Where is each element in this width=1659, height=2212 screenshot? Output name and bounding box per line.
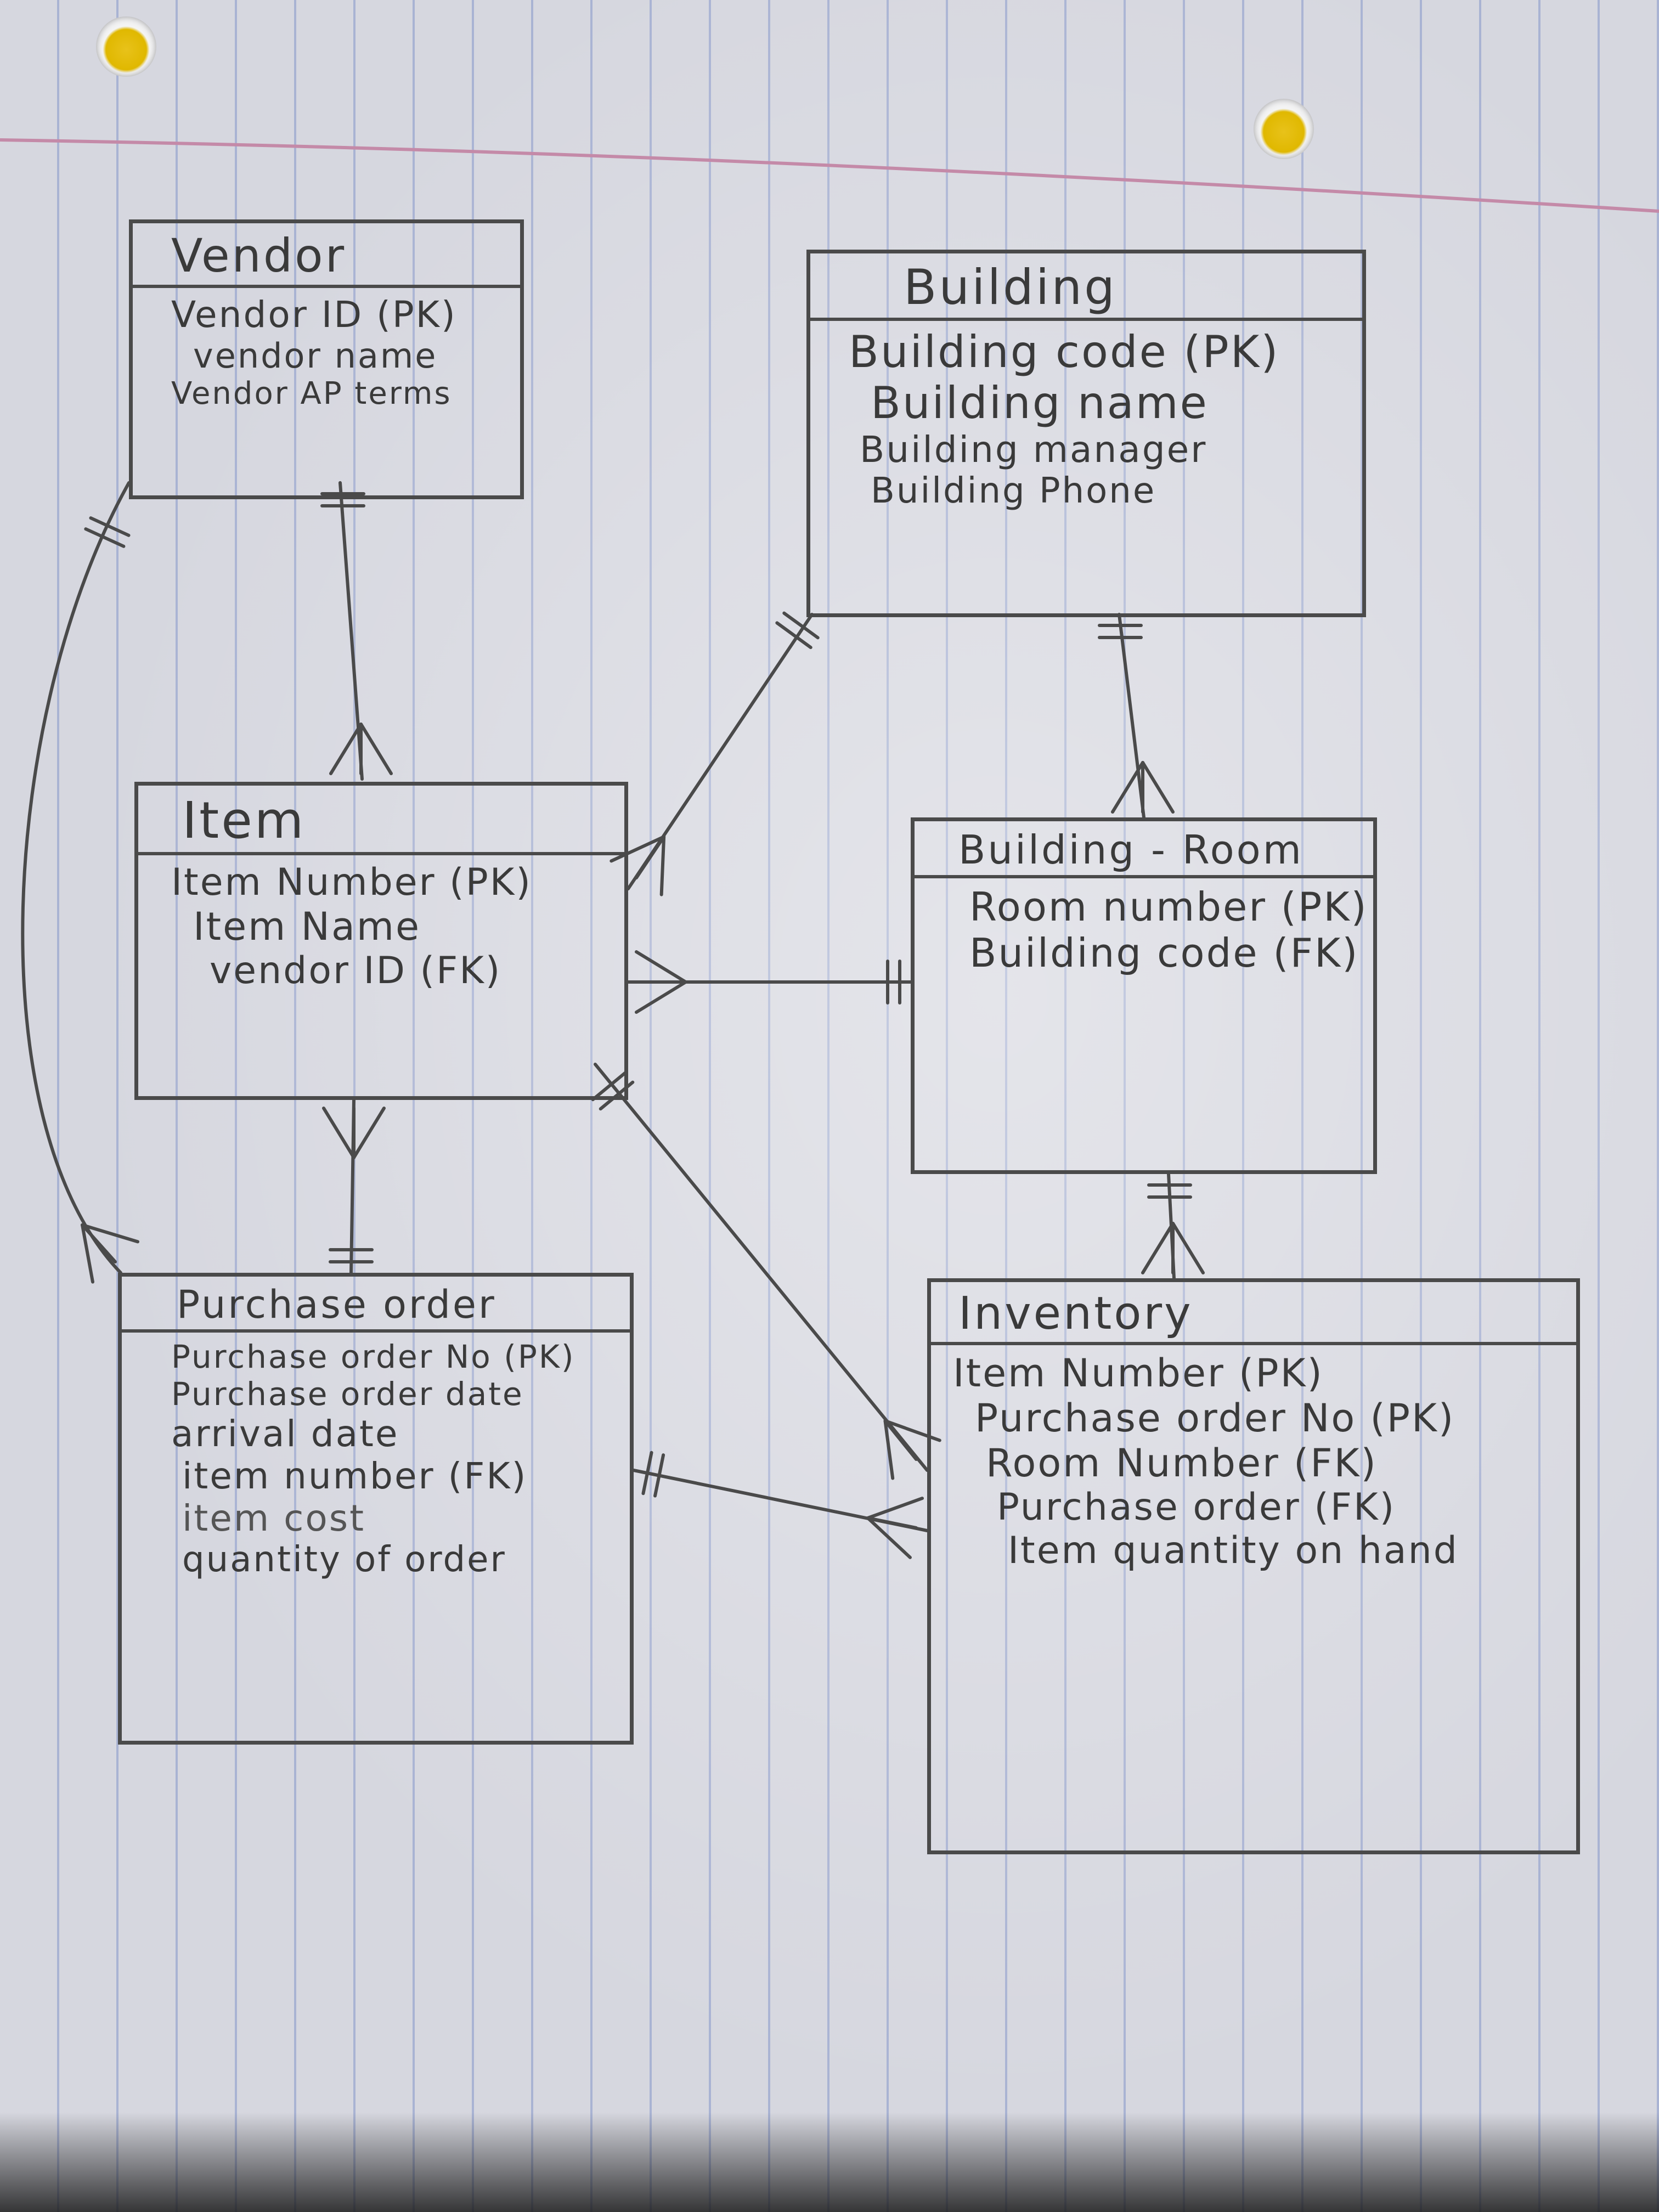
attribute: Vendor AP terms [171,376,452,411]
entity-item: Item Item Number (PK) Item Name vendor I… [134,782,628,1100]
entity-title: Item [138,786,624,855]
cardinality-many-mark [1141,761,1175,814]
relationship-line-item-inventory [594,1063,929,1472]
cardinality-many-mark [1111,761,1144,814]
cardinality-one-mark [641,1451,653,1496]
attribute: Building manager [860,428,1207,471]
cardinality-one-mark [775,621,812,650]
cardinality-many-mark [1171,1222,1205,1274]
entity-inventory: Inventory Item Number (PK) Purchase orde… [927,1278,1580,1854]
cardinality-many-mark [635,980,687,1014]
cardinality-one-mark [782,611,820,640]
attribute: Building code (PK) [849,326,1280,377]
binder-hole-left [96,16,156,77]
entity-title: Purchase order [122,1277,630,1333]
attribute: vendor name [193,336,438,376]
cardinality-one-mark [84,527,126,548]
attribute: Room number (PK) [969,884,1368,930]
cardinality-many-mark [359,723,393,775]
cardinality-many-mark [81,1223,117,1263]
attribute: item number (FK) [182,1455,528,1497]
cardinality-many-mark [81,1223,94,1284]
cardinality-many-mark [866,1516,912,1559]
entity-title: Vendor [133,223,520,288]
cardinality-many-mark [352,1107,386,1159]
relationship-line-vendor-item [338,481,364,781]
attribute: vendor ID (FK) [210,949,502,992]
binder-hole-right [1254,99,1314,159]
relationship-line-vendor-purchase_order [21,481,131,1274]
cardinality-many-mark [1141,1222,1175,1274]
attribute: Purchase order No (PK) [975,1396,1455,1441]
cardinality-one-mark [591,1071,627,1102]
cardinality-many-mark [322,1107,356,1159]
cardinality-many-mark [81,1223,140,1244]
attribute: Building code (FK) [969,930,1359,976]
page-shadow [0,2112,1659,2212]
entity-title: Building [810,253,1362,321]
attribute: arrival date [171,1413,399,1455]
cardinality-many-mark [866,1497,924,1520]
attribute: quantity of order [182,1539,506,1580]
entity-vendor: Vendor Vendor ID (PK) vendor name Vendor… [129,219,524,499]
attribute: Purchase order No (PK) [171,1338,575,1375]
entity-building-room: Building - Room Room number (PK) Buildin… [911,817,1377,1174]
entity-purchase-order: Purchase order Purchase order No (PK) Pu… [118,1273,634,1745]
cardinality-many-mark [883,1419,918,1461]
attribute: Vendor ID (PK) [171,294,457,336]
attribute: Building name [871,377,1209,428]
cardinality-many-mark [635,835,666,879]
cardinality-many-mark [635,950,687,984]
cardinality-many-mark [866,1516,918,1530]
attribute: Item Number (PK) [171,861,532,904]
entity-title: Building - Room [915,821,1373,878]
cardinality-one-mark [89,516,131,537]
relationship-line-building-building_room [1118,613,1146,819]
cardinality-many-mark [659,835,666,896]
attribute: Building Phone [871,471,1156,511]
attribute: Purchase order (FK) [997,1486,1396,1529]
entity-title: Inventory [931,1282,1576,1345]
cardinality-many-mark [610,835,666,863]
cardinality-one-mark [653,1453,665,1498]
attribute: Room Number (FK) [986,1441,1378,1486]
entity-building: Building Building code (PK) Building nam… [806,250,1366,617]
attribute: Purchase order date [171,1375,524,1413]
attribute: item cost [182,1497,366,1539]
cardinality-many-mark [883,1419,895,1480]
attribute: Item quantity on hand [1008,1529,1459,1572]
cardinality-many-mark [329,723,363,775]
attribute: Item Number (PK) [953,1351,1324,1396]
attribute: Item Name [193,904,421,949]
